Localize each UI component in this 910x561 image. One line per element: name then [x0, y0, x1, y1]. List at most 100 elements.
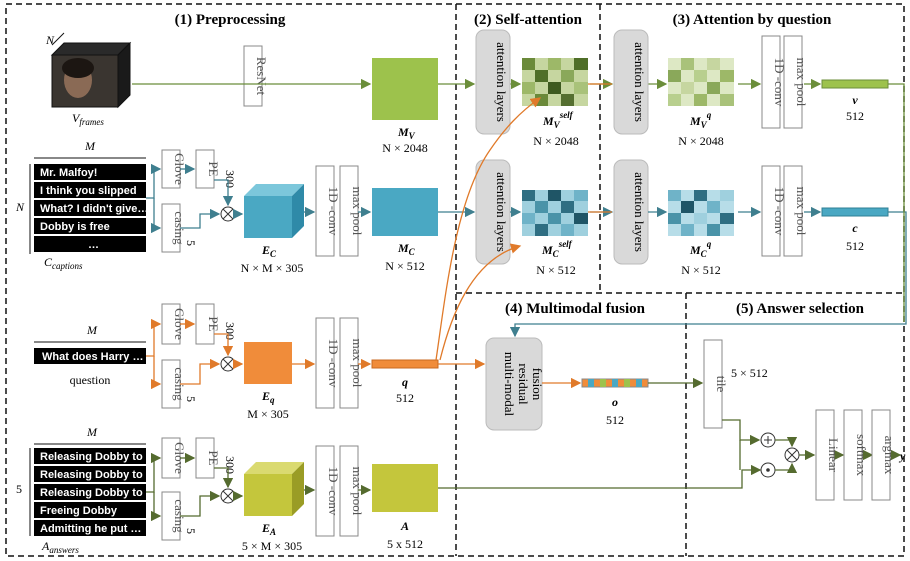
captions-pe-block [195, 149, 215, 189]
o-vector [581, 378, 649, 388]
answer-select-arrows [648, 377, 902, 474]
question-caption: question [70, 373, 111, 387]
linear-label: Linear [826, 438, 841, 473]
section-title-multimodal-fusion: (4) Multimodal fusion [505, 301, 646, 317]
captions-concat-cross [222, 208, 234, 220]
captions-m-label: M [84, 139, 96, 153]
v-vector [821, 79, 889, 89]
tile-dim: 5 × 512 [731, 366, 768, 380]
q-attention-layers-video [613, 29, 649, 135]
section-title-answer-selection: (5) Answer selection [736, 301, 865, 317]
mv-block [372, 58, 438, 120]
ea-cube [244, 462, 304, 516]
question-300: 300 [223, 322, 237, 340]
resnet-label: ResNet [254, 57, 269, 96]
softmax-block [843, 409, 863, 501]
captions-conv2-block [761, 165, 781, 257]
self-attention-layers-captions-label: attention layers [494, 172, 509, 252]
mv-q-dim: N × 2048 [678, 134, 723, 148]
question-box [34, 348, 146, 364]
eq-block [244, 342, 292, 384]
question-pe-block [195, 303, 215, 345]
captions-conv-label: 1D -conv [326, 187, 341, 236]
question-casing-label: casing [172, 367, 187, 401]
answers-maxpool-label: max pool [350, 467, 365, 516]
question-maxpool-label: max pool [350, 339, 365, 388]
answer-line: Releasing Dobby to … [40, 451, 157, 463]
captions-casing-label: casing [172, 211, 187, 245]
c-dim: 512 [846, 239, 864, 253]
ea-label: EA [261, 521, 276, 537]
mc-block [372, 188, 438, 236]
a-dim: 5 x 512 [387, 537, 423, 551]
argmax-label: argmax [882, 436, 897, 475]
video-conv-block [761, 35, 781, 129]
answers-glove-label: Glove [172, 442, 187, 474]
softmax-label: softmax [854, 434, 869, 476]
caption-line: What? I didn't give… [40, 203, 148, 215]
resnet-block [243, 45, 263, 107]
mc-dim: N × 512 [385, 259, 424, 273]
answers-concat-cross [222, 490, 234, 502]
captions-pe-label: PE [206, 161, 221, 176]
video-n-label: N [45, 33, 55, 47]
answers-pe-block [195, 437, 215, 479]
mv-label: MV [397, 125, 416, 141]
question-pe-label: PE [206, 316, 221, 331]
captions-conv-block [315, 165, 335, 257]
c-vector [821, 207, 889, 217]
answer-line: Releasing Dobby to … [40, 487, 157, 499]
v-dim: 512 [846, 109, 864, 123]
section-title-self-attention: (2) Self-attention [474, 12, 583, 28]
caption-line: I think you slipped [40, 185, 137, 197]
linear-block [815, 409, 835, 501]
captions-maxpool-label: max pool [350, 187, 365, 236]
mv-self-heatmap [522, 58, 588, 106]
q-dim: 512 [396, 391, 414, 405]
answers-5-label: 5 [16, 482, 22, 496]
mv-q-heatmap [668, 58, 734, 106]
v-to-fusion-arrow [888, 83, 905, 322]
mv-dim: N × 2048 [382, 141, 427, 155]
o-dim: 512 [606, 413, 624, 427]
captions-300: 300 [223, 170, 237, 188]
video-conv-label: 1D -conv [772, 58, 787, 107]
question-conv-block [315, 317, 335, 409]
tile-label: tile [714, 376, 729, 393]
question-glove-label: Glove [172, 308, 187, 340]
mv-q-label: MVq [689, 110, 712, 130]
answers-arrows [146, 452, 762, 522]
answers-5: 5 [184, 528, 198, 534]
tile-block [703, 339, 723, 429]
mc-self-heatmap [522, 190, 588, 236]
question-arrows [146, 83, 612, 390]
self-attention-layers-video [475, 29, 511, 135]
dot-op-dot [766, 468, 770, 472]
mc-q-dim: N × 512 [681, 263, 720, 277]
fusion-label-2: residual [516, 363, 531, 405]
a-block [372, 464, 438, 512]
mc-label: MC [397, 241, 416, 257]
mv-self-label: MVself [542, 110, 574, 130]
q-vector [371, 359, 439, 369]
captions-n-label: N [15, 200, 25, 214]
video-maxpool-block [783, 35, 803, 129]
answers-caption: Aanswers [41, 539, 79, 555]
ec-label: EC [261, 243, 277, 259]
captions-conv2-label: 1D -conv [772, 187, 787, 236]
q-label: q [402, 375, 408, 389]
answers-maxpool-block [339, 445, 359, 537]
answers-list: Releasing Dobby to … Releasing Dobby to … [34, 448, 157, 536]
video-maxpool-label: max pool [794, 58, 809, 107]
section-title-preprocessing: (1) Preprocessing [175, 12, 286, 28]
mc-self-dim: N × 512 [536, 263, 575, 277]
fusion-label-3: fusion [530, 368, 545, 401]
ec-dim: N × M × 305 [241, 261, 304, 275]
caption-line: Mr. Malfoy! [40, 167, 97, 179]
captions-5: 5 [184, 240, 198, 246]
mc-self-label: MCself [541, 239, 573, 259]
argmax-block [871, 409, 891, 501]
answers-m-label: M [86, 425, 98, 439]
y-label: y [898, 449, 906, 463]
